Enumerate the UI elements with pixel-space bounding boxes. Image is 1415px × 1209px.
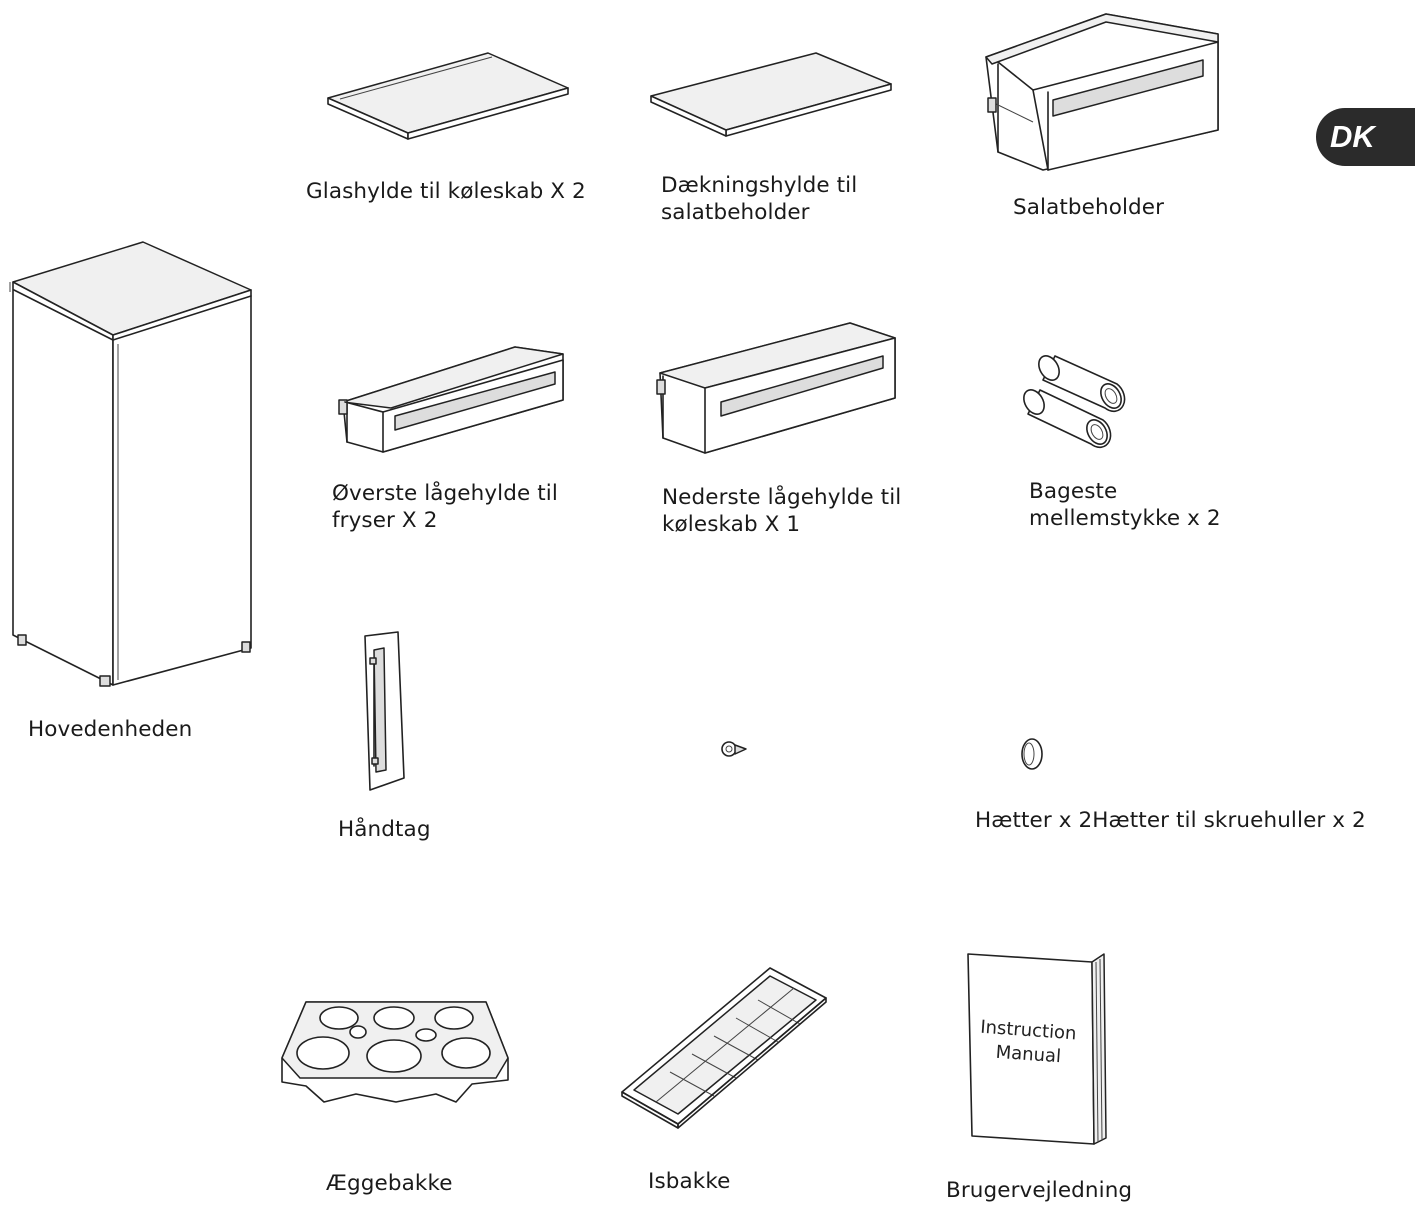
crisper-caption-line1: Salatbeholder [1013,195,1165,220]
ice-tray-caption-line1: Isbakke [648,1169,731,1194]
crisper-drawer-illustration [978,12,1228,177]
main-unit-caption: Hovedenheden [28,716,192,743]
cover-shelf-caption: Dækningshylde til salatbeholder [661,172,857,226]
glass-shelf-caption: Glashylde til køleskab X 2 [306,178,586,205]
crisper-caption: Salatbeholder [1013,194,1164,221]
upper-door-shelf-illustration [335,342,570,457]
manual-cover-line2: Manual [995,1042,1062,1068]
ice-tray-illustration [620,964,830,1129]
rear-spacers-illustration [1023,346,1145,451]
lower-door-shelf-illustration [655,318,905,458]
egg-tray-caption: Æggebakke [326,1170,453,1197]
cover-shelf-caption-line2: salatbeholder [661,200,810,225]
lower-door-shelf-caption-line1: Nederste lågehylde til [662,485,902,510]
cover-shelf-illustration [648,50,898,145]
cover-shelf-caption-line1: Dækningshylde til [661,173,858,198]
handle-caption-line1: Håndtag [338,817,431,842]
egg-tray-caption-line1: Æggebakke [326,1171,453,1196]
door-handle-illustration [360,630,410,795]
glass-shelf-illustration [320,50,570,145]
upper-door-shelf-caption-line1: Øverste lågehylde til [332,481,558,506]
screw-icon [720,738,750,762]
glass-shelf-caption-line1: Glashylde til køleskab X 2 [306,179,586,204]
rear-spacers-caption: Bageste mellemstykke x 2 [1029,478,1221,532]
language-tab-dk: DK [1316,108,1415,166]
upper-door-shelf-caption: Øverste lågehylde til fryser X 2 [332,480,558,534]
manual-caption-line1: Brugervejledning [946,1178,1133,1203]
caps-caption-line1: Hætter x 2Hætter til skruehuller x 2 [975,808,1366,833]
upper-door-shelf-caption-line2: fryser X 2 [332,508,438,533]
ice-tray-caption: Isbakke [648,1168,730,1195]
handle-caption: Håndtag [338,816,431,843]
fridge-main-unit-illustration [8,240,258,690]
lower-door-shelf-caption: Nederste lågehylde til køleskab X 1 [662,484,901,538]
main-unit-caption-line1: Hovedenheden [28,717,193,742]
screw-hole-cap-icon [1018,736,1046,772]
manual-caption: Brugervejledning [946,1177,1132,1204]
caps-caption: Hætter x 2Hætter til skruehuller x 2 [975,807,1366,834]
egg-tray-illustration [276,998,526,1108]
rear-spacers-caption-line1: Bageste [1029,479,1118,504]
rear-spacers-caption-line2: mellemstykke x 2 [1029,506,1221,531]
lower-door-shelf-caption-line2: køleskab X 1 [662,512,801,537]
instruction-manual-illustration: Instruction Manual [962,948,1112,1158]
